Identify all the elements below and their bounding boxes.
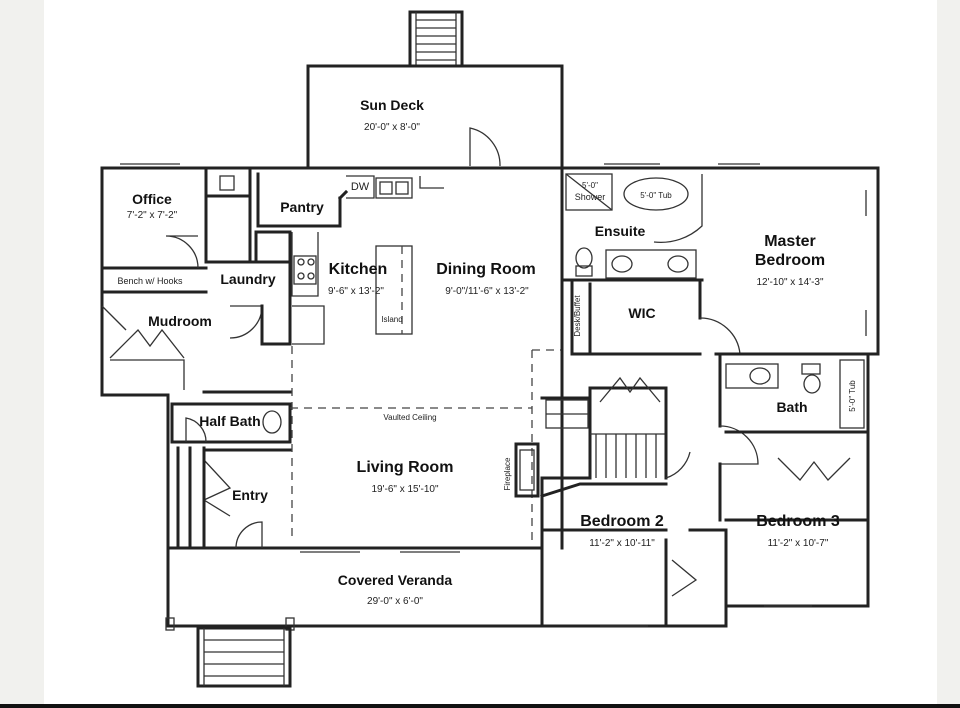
- sun-deck-label: Sun Deck: [360, 97, 424, 113]
- master-bedroom-label-line1: Master: [764, 233, 816, 250]
- island-label: Island: [381, 315, 402, 324]
- master-bedroom-label-line2: Bedroom: [755, 252, 825, 269]
- sun-deck-stairs: [408, 10, 464, 68]
- living-room-label: Living Room: [357, 459, 454, 476]
- plan-sheet: [44, 0, 937, 704]
- front-windows: [120, 163, 760, 553]
- fireplace-label: Fireplace: [503, 457, 512, 490]
- master-bedroom-dims: 12'-10" x 14'-3": [756, 277, 824, 288]
- bedroom-2-dims: 11'-2" x 10'-11": [589, 538, 655, 549]
- sun-deck-outline: [306, 64, 564, 168]
- bath-tub-label: 5'-0" Tub: [848, 380, 857, 412]
- covered-veranda-dims: 29'-0" x 6'-0": [367, 596, 423, 607]
- sun-deck-dims: 20'-0" x 8'-0": [364, 122, 420, 133]
- master-suite-walls: [560, 166, 880, 550]
- mudroom-label: Mudroom: [148, 313, 212, 329]
- shower-label-line1: 5'-0": [582, 181, 598, 190]
- bottom-rule: [0, 704, 960, 708]
- kitchen-dims: 9'-6" x 13'-2": [328, 286, 384, 297]
- west-wing-walls: [100, 166, 292, 550]
- open-plan-dashed-lines: [290, 346, 562, 540]
- half-bath-label: Half Bath: [199, 413, 260, 429]
- wic-label: WIC: [628, 305, 655, 321]
- bench-hooks-label: Bench w/ Hooks: [117, 276, 183, 286]
- shower-label-line2: Shower: [575, 192, 606, 202]
- kitchen-walls: [256, 172, 444, 345]
- fireplace: [514, 442, 540, 498]
- exterior-walls: [100, 166, 880, 628]
- bath-label: Bath: [776, 399, 807, 415]
- laundry-label: Laundry: [220, 271, 275, 287]
- pantry-label: Pantry: [280, 199, 324, 215]
- ensuite-label: Ensuite: [595, 223, 646, 239]
- office-label: Office: [132, 191, 172, 207]
- kitchen-label: Kitchen: [329, 261, 388, 278]
- hallway-stairs: [540, 352, 870, 550]
- covered-veranda-outline: [165, 546, 544, 688]
- dining-room-label: Dining Room: [436, 261, 536, 278]
- dining-room-dims: 9'-0"/11'-6" x 13'-2": [445, 286, 529, 297]
- covered-veranda-label: Covered Veranda: [338, 572, 453, 588]
- bedroom-walls: [540, 518, 870, 628]
- office-dims: 7'-2" x 7'-2": [127, 210, 178, 221]
- desk-buffet-label: Desk/Buffet: [573, 295, 582, 337]
- ensuite-tub-label: 5'-0" Tub: [640, 191, 672, 200]
- bedroom-3-dims: 11'-2" x 10'-7": [768, 538, 829, 549]
- living-room-dims: 19'-6" x 15'-10": [371, 484, 439, 495]
- bedroom-2-label: Bedroom 2: [580, 513, 664, 530]
- dishwasher-label: DW: [351, 181, 370, 193]
- vaulted-ceiling-label: Vaulted Ceiling: [383, 413, 436, 422]
- entry-label: Entry: [232, 487, 268, 503]
- bedroom-3-label: Bedroom 3: [756, 513, 840, 530]
